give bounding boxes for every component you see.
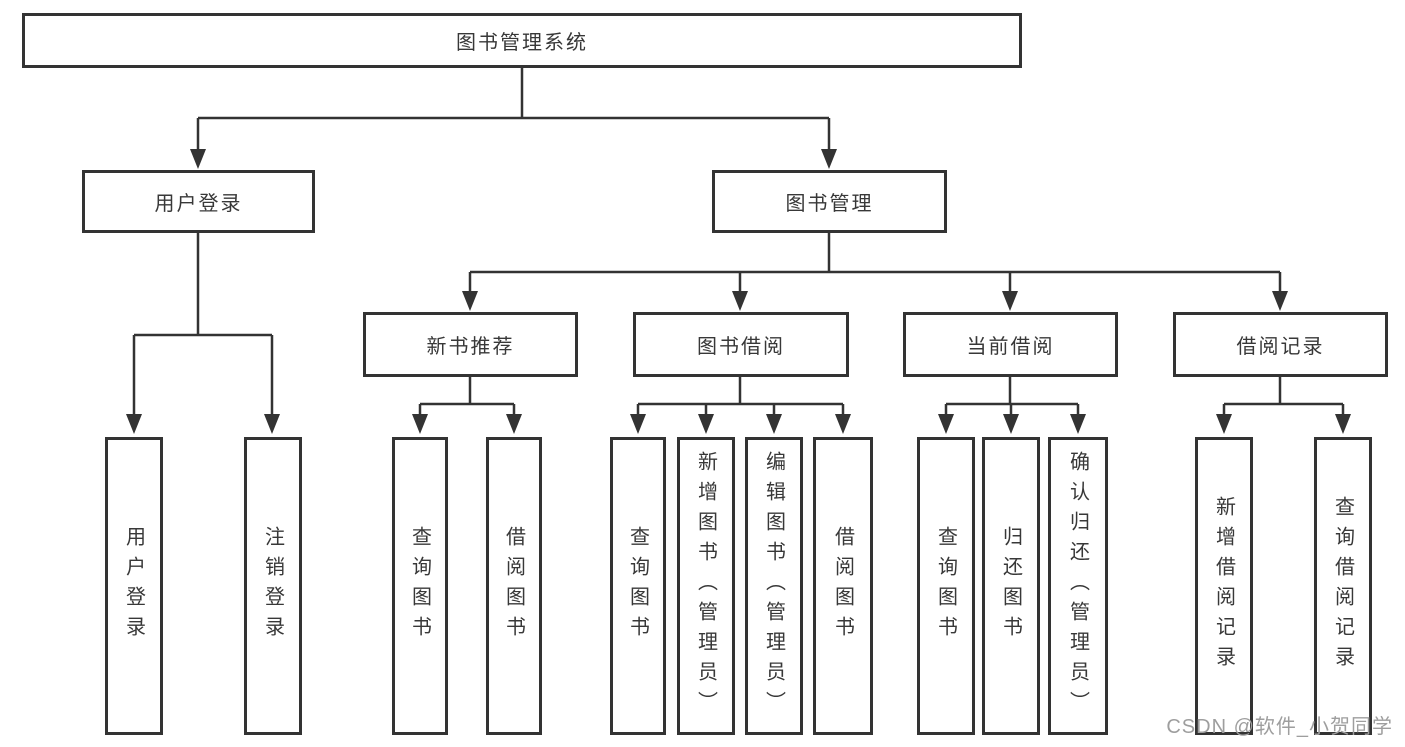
leaf-user-login: 用户登录 (105, 437, 163, 735)
node-borrowing-records: 借阅记录 (1173, 312, 1388, 377)
node-label: 新书推荐 (426, 336, 515, 358)
node-library-management-system: 图书管理系统 (22, 13, 1022, 68)
leaf-borrow-books-recommend: 借阅图书 (486, 437, 542, 735)
tree-edges (132, 68, 1345, 415)
node-label: 图书借阅 (697, 336, 785, 358)
leaf-query-books-recommend: 查询图书 (392, 437, 448, 735)
leaf-logout: 注销登录 (244, 437, 302, 735)
leaf-add-borrow-record: 新增借阅记录 (1195, 437, 1253, 735)
node-label: 图书管理系统 (456, 32, 588, 54)
leaf-edit-book-admin: 编辑图书（管理员） (745, 437, 803, 735)
leaf-query-books-current: 查询图书 (917, 437, 975, 735)
arrowhead-icons (126, 149, 1351, 434)
node-book-borrowing: 图书借阅 (633, 312, 849, 377)
node-book-management: 图书管理 (712, 170, 947, 233)
leaf-query-books-borrow: 查询图书 (610, 437, 666, 735)
node-user-login: 用户登录 (82, 170, 315, 233)
leaf-add-book-admin: 新增图书（管理员） (677, 437, 735, 735)
node-current-borrowing: 当前借阅 (903, 312, 1118, 377)
node-label: 借阅记录 (1236, 336, 1325, 358)
leaf-borrow-books: 借阅图书 (813, 437, 873, 735)
leaf-confirm-return-admin: 确认归还（管理员） (1048, 437, 1108, 735)
node-label: 用户登录 (154, 193, 243, 215)
node-new-book-recommend: 新书推荐 (363, 312, 578, 377)
csdn-watermark: CSDN @软件_小贺同学 (1166, 716, 1393, 738)
leaf-query-borrow-record: 查询借阅记录 (1314, 437, 1372, 735)
node-label: 图书管理 (785, 193, 874, 215)
leaf-return-book: 归还图书 (982, 437, 1040, 735)
node-label: 当前借阅 (966, 336, 1055, 358)
